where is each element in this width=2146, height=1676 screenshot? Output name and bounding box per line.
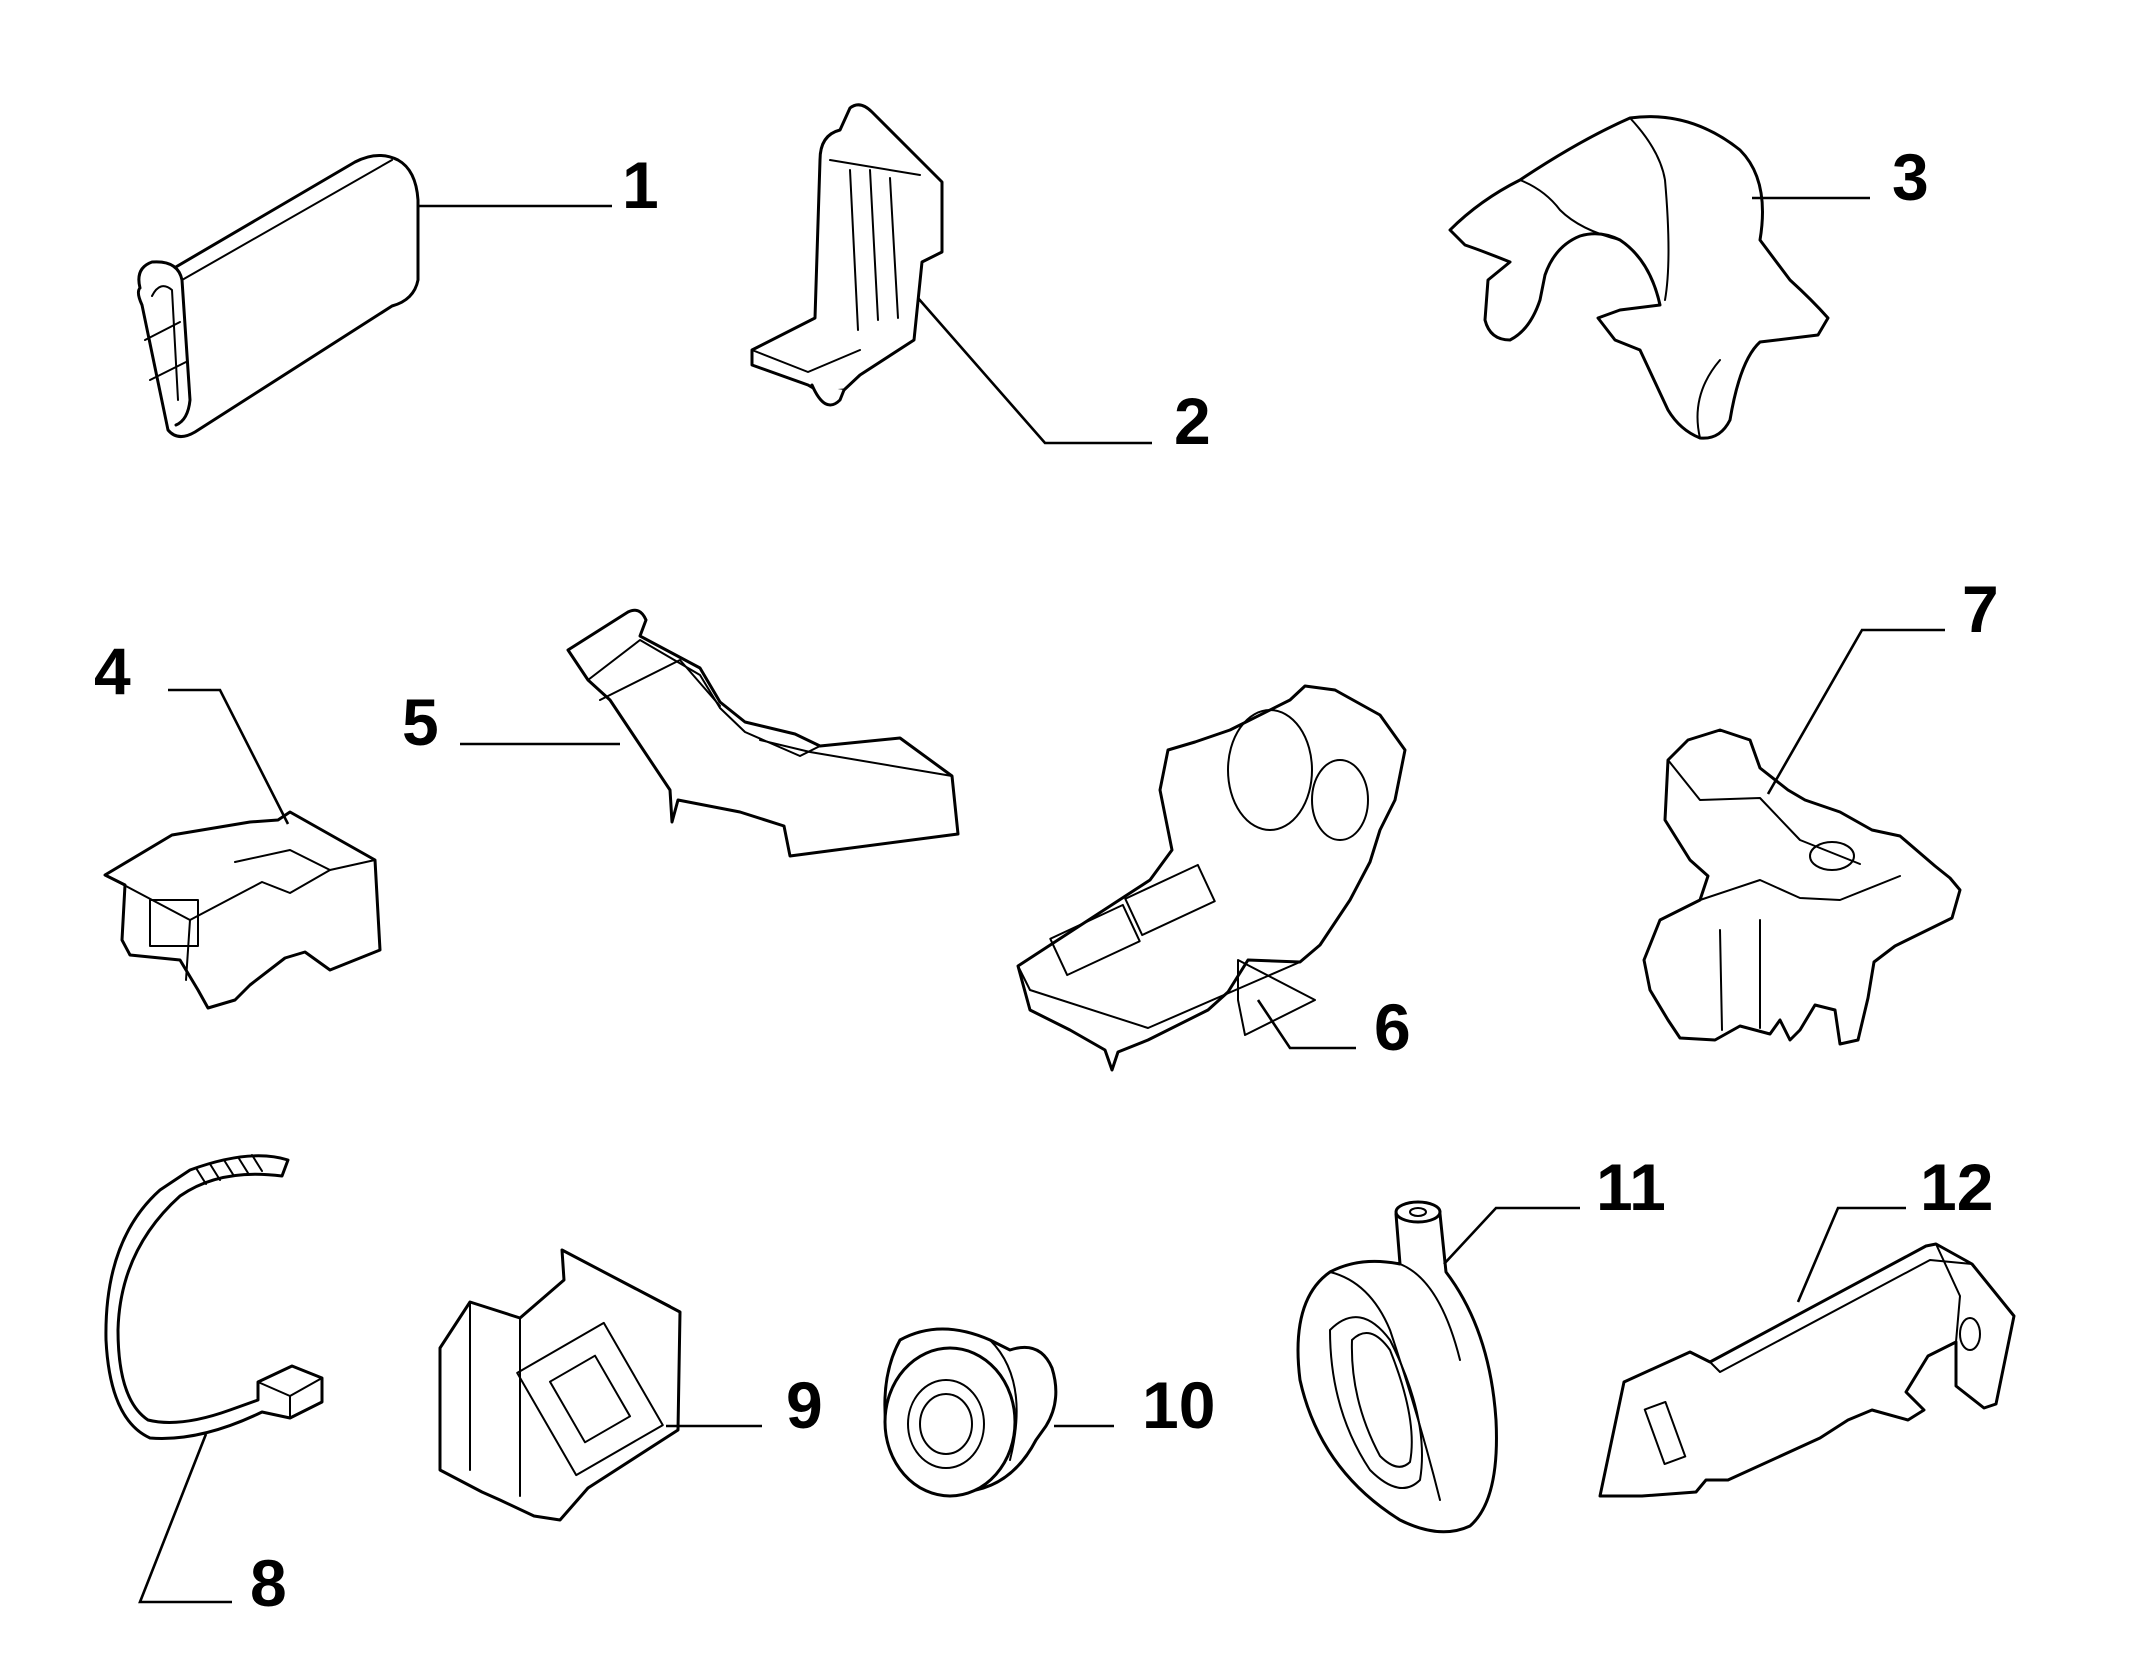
leader-7 [1766,628,1945,795]
leader-4 [168,688,290,825]
part-6-multi-clip [1016,684,1407,1072]
part-4-connector-housing [103,810,382,1010]
callout-10: 10 [1142,1368,1215,1442]
part-8-cable-tie [104,1154,324,1440]
callout-2: 2 [1174,384,1211,458]
part-3-cable-clamp [1448,115,1830,440]
leader-2 [917,297,1152,445]
part-1-edge-trim [136,154,420,438]
callout-7: 7 [1962,572,1999,646]
callout-8: 8 [250,1546,287,1620]
leader-11 [1443,1206,1580,1265]
part-7-bracket-clip [1642,728,1962,1046]
leader-6 [1256,999,1356,1050]
callout-5: 5 [402,685,439,759]
part-10-grommet [883,1327,1058,1498]
part-2-clip [750,103,944,407]
part-9-frame-grommet [438,1248,682,1522]
leader-8 [138,1433,232,1604]
callout-11: 11 [1596,1150,1666,1224]
callout-1: 1 [622,148,659,222]
part-5-wire-guide [566,608,960,858]
part-12-bracket-plate [1598,1242,2016,1498]
callout-3: 3 [1892,140,1929,214]
callout-9: 9 [786,1368,823,1442]
callout-4: 4 [94,634,131,708]
callout-12: 12 [1920,1150,1993,1224]
part-11-oval-grommet [1296,1200,1498,1534]
callout-6: 6 [1374,990,1411,1064]
leader-12 [1796,1206,1906,1303]
